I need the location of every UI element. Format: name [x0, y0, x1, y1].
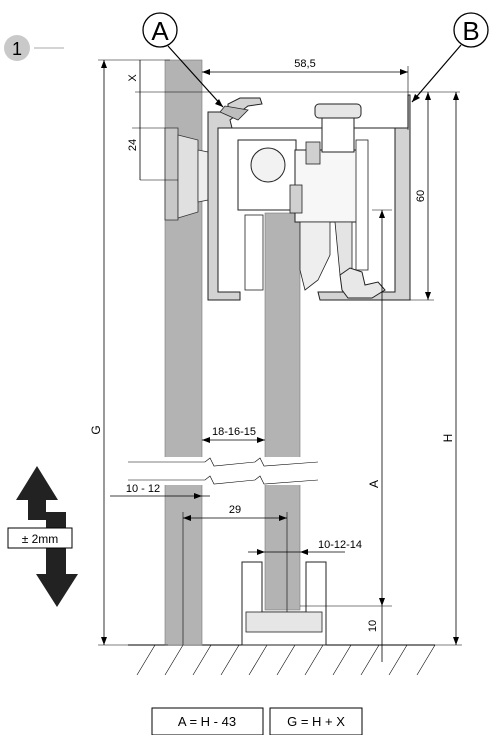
hatch-stroke	[248, 644, 268, 676]
callout-b-letter: B	[462, 16, 479, 46]
dim-10-12: 10 - 12	[110, 483, 210, 499]
dim-18-16-15: 18-16-15	[202, 426, 265, 443]
dim-29: 29	[182, 504, 288, 645]
label-x: X	[127, 74, 139, 82]
label-a: A	[367, 480, 381, 488]
dim-10-12-14: 10-12-14	[248, 539, 362, 555]
formula-g-box: G = H + X	[269, 707, 363, 736]
label-18-16-15: 18-16-15	[212, 426, 256, 438]
formula-g: G = H + X	[287, 714, 345, 729]
hatch-stroke	[332, 644, 352, 676]
label-10: 10	[367, 620, 379, 632]
label-24: 24	[127, 139, 139, 151]
top-track-profile	[207, 94, 411, 301]
label-10-12: 10 - 12	[126, 483, 160, 495]
callout-a-letter: A	[151, 16, 169, 46]
label-29: 29	[229, 504, 241, 516]
height-adjust-arrows: ± 2mm	[7, 466, 78, 607]
callout-a: A	[142, 12, 224, 108]
hatch-stroke	[276, 644, 296, 676]
formula-a: A = H - 43	[178, 714, 236, 729]
dim-60: 60	[410, 92, 434, 301]
adjust-range-label: ± 2mm	[22, 532, 59, 546]
label-g: G	[89, 425, 103, 434]
step-number: 1	[12, 39, 22, 59]
dim-h: H	[330, 92, 462, 646]
wall-mount-knob	[140, 127, 209, 221]
hatch-stroke	[136, 644, 156, 676]
floor-hatch	[128, 644, 436, 676]
hatch-stroke	[164, 644, 184, 676]
label-10-12-14: 10-12-14	[318, 539, 362, 551]
hatch-stroke	[416, 644, 436, 676]
label-58-5: 58,5	[294, 58, 315, 70]
hatch-stroke	[220, 644, 240, 676]
break-lines	[128, 457, 319, 485]
dim-a: A 10	[300, 209, 392, 662]
hatch-stroke	[360, 644, 380, 676]
formula-a-box: A = H - 43	[151, 707, 264, 736]
label-h: H	[441, 434, 455, 443]
hatch-stroke	[192, 644, 212, 676]
dim-58-5: 58,5	[202, 58, 409, 130]
door-panel	[264, 212, 301, 611]
callout-b: B	[411, 12, 489, 103]
step-badge: 1	[4, 35, 64, 61]
hatch-stroke	[304, 644, 324, 676]
label-60: 60	[415, 190, 427, 202]
hatch-stroke	[388, 644, 408, 676]
floor-guide	[241, 561, 327, 646]
dim-x: X 24	[127, 60, 460, 180]
damper-clip	[339, 267, 386, 299]
roller-carriage	[237, 103, 369, 291]
dim-g: G	[89, 59, 170, 646]
